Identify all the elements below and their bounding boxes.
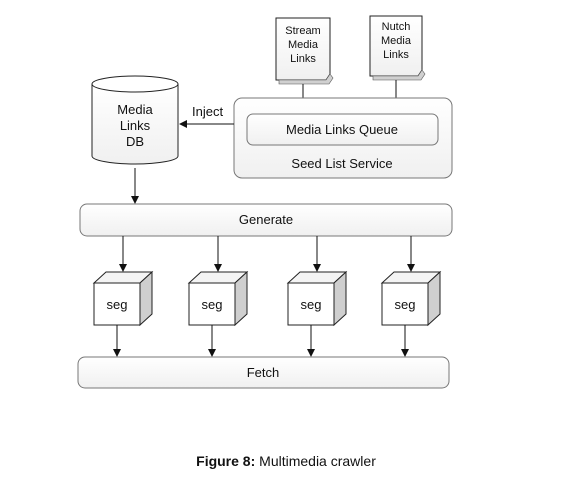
db-line-2: Links [120, 118, 151, 133]
media-links-queue-label: Media Links Queue [286, 122, 398, 137]
figure-caption-label: Figure 8: [196, 453, 256, 469]
inject-label: Inject [192, 104, 223, 119]
seed-list-service-label: Seed List Service [291, 156, 392, 171]
seg-label-3: seg [301, 297, 322, 312]
stream-doc-line-1: Stream [285, 25, 320, 37]
nutch-doc-line-3: Links [383, 49, 409, 61]
seed-list-service: Media Links Queue Seed List Service [233, 97, 453, 179]
media-links-db: Media Links DB [91, 75, 179, 165]
seg-label-2: seg [202, 297, 223, 312]
db-line-3: DB [126, 134, 144, 149]
generate-box: Generate [79, 203, 453, 237]
nutch-media-links-document: Nutch Media Links [369, 15, 426, 81]
seg-cube-1: seg [92, 270, 154, 327]
seg-label-1: seg [107, 297, 128, 312]
seg-cube-3: seg [286, 270, 348, 327]
db-line-1: Media [117, 102, 153, 117]
seg-cube-4: seg [380, 270, 442, 327]
generate-label: Generate [239, 212, 293, 227]
stream-doc-line-3: Links [290, 53, 316, 65]
fetch-box: Fetch [77, 356, 450, 389]
nutch-doc-line-1: Nutch [382, 21, 411, 33]
media-links-queue [246, 113, 439, 146]
figure-caption: Figure 8: Multimedia crawler [0, 453, 572, 469]
seg-label-4: seg [395, 297, 416, 312]
nutch-doc-line-2: Media [381, 35, 412, 47]
fetch-label: Fetch [247, 365, 280, 380]
stream-doc-line-2: Media [288, 39, 319, 51]
seg-cube-2: seg [187, 270, 249, 327]
figure-caption-text: Multimedia crawler [255, 453, 376, 469]
stream-media-links-document: Stream Media Links [275, 17, 334, 85]
